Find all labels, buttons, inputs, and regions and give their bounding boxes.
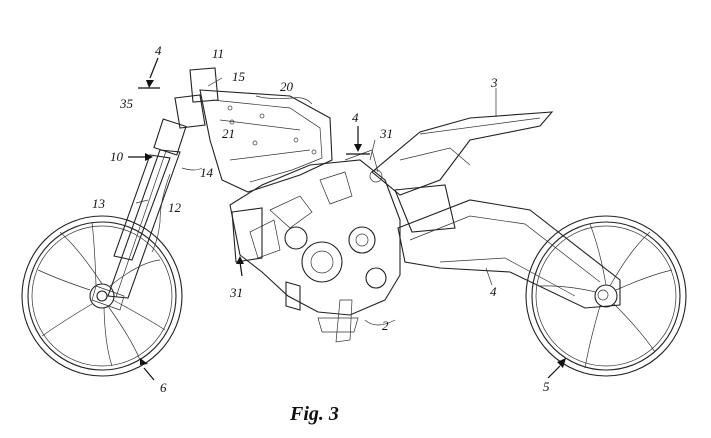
label-4-swingarm: 4 — [490, 284, 497, 299]
leader-lines — [135, 77, 497, 326]
label-10: 10 — [110, 149, 124, 164]
label-3: 3 — [490, 75, 498, 90]
label-12: 12 — [168, 200, 182, 215]
swingarm — [397, 199, 621, 309]
label-5: 5 — [543, 379, 550, 394]
label-31-top: 31 — [379, 126, 393, 141]
label-35: 35 — [119, 96, 134, 111]
label-4-top-left: 4 — [155, 43, 162, 58]
label-4-mid: 4 — [352, 110, 359, 125]
tail-section — [371, 111, 554, 233]
reference-numerals: 4 11 15 20 3 35 21 4 31 10 14 13 12 31 2… — [92, 43, 550, 395]
label-21: 21 — [222, 126, 235, 141]
rear-wheel — [525, 215, 687, 377]
front-wheel — [21, 215, 183, 377]
label-6: 6 — [160, 380, 167, 395]
label-31-bottom: 31 — [229, 285, 243, 300]
label-13: 13 — [92, 196, 106, 211]
front-fork — [91, 67, 219, 311]
label-15: 15 — [232, 69, 246, 84]
engine — [229, 149, 401, 343]
label-20: 20 — [280, 79, 294, 94]
main-frame — [199, 89, 333, 193]
label-14: 14 — [200, 165, 214, 180]
figure-caption: Fig. 3 — [289, 403, 339, 425]
arrows — [128, 57, 566, 381]
label-11: 11 — [212, 46, 224, 61]
label-2: 2 — [382, 318, 389, 333]
